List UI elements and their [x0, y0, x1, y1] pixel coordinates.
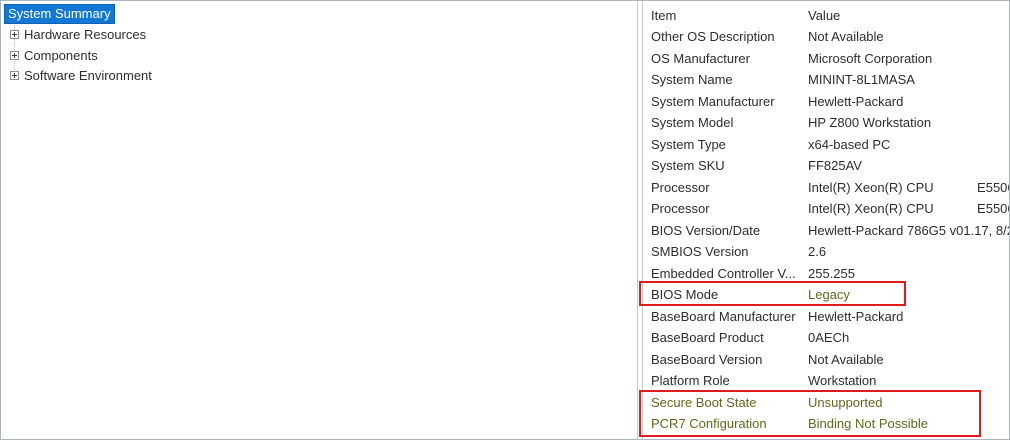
value-cell: Hewlett-Packard 786G5 v01.17, 8/2/2010	[808, 222, 1009, 238]
list-row-smbios-version[interactable]: SMBIOS Version 2.6	[648, 241, 1009, 263]
list-row-secure-boot-state[interactable]: Secure Boot State Unsupported	[648, 392, 1009, 414]
tree-item-hardware-resources[interactable]: Hardware Resources	[3, 25, 637, 46]
item-cell: System Model	[651, 115, 734, 131]
tree-item-label[interactable]: Hardware Resources	[24, 27, 147, 43]
item-cell: Secure Boot State	[651, 394, 757, 410]
value-cell: Hewlett-Packard	[808, 93, 904, 109]
category-tree-pane: System Summary Hardware Resources Compon…	[1, 1, 638, 439]
item-cell: Other OS Description	[651, 29, 775, 45]
list-row-bios-mode[interactable]: BIOS Mode Legacy	[648, 284, 1009, 306]
item-cell: Embedded Controller V...	[651, 265, 796, 281]
item-cell: OS Manufacturer	[651, 50, 750, 66]
item-cell: Processor	[651, 179, 710, 195]
tree-item-label[interactable]: Components	[24, 47, 98, 63]
tree-item-system-summary[interactable]: System Summary	[3, 4, 637, 25]
value-cell: Intel(R) Xeon(R) CPU E5506	[808, 201, 1009, 217]
item-cell: BaseBoard Version	[651, 351, 763, 367]
expand-plus-icon[interactable]	[10, 50, 19, 60]
value-cell: Workstation	[808, 373, 877, 389]
list-row-baseboard-manufacturer[interactable]: BaseBoard Manufacturer Hewlett-Packard	[648, 306, 1009, 328]
value-cell: x64-based PC	[808, 136, 891, 152]
item-cell: Processor	[651, 201, 710, 217]
item-cell: PCR7 Configuration	[651, 416, 767, 432]
value-cell: Not Available	[808, 351, 884, 367]
list-row-other-os-description[interactable]: Other OS Description Not Available	[648, 26, 1009, 48]
value-cell: 2.6	[808, 244, 827, 260]
item-cell: BIOS Mode	[651, 287, 719, 303]
value-cell: MININT-8L1MASA	[808, 72, 915, 88]
item-cell: System Type	[651, 136, 726, 152]
list-header-row: Item Value	[648, 4, 1009, 26]
list-row-bios-version-date[interactable]: BIOS Version/Date Hewlett-Packard 786G5 …	[648, 220, 1009, 242]
list-row-pcr7-configuration[interactable]: PCR7 Configuration Binding Not Possible	[648, 413, 1009, 435]
value-cell: 255.255	[808, 265, 855, 281]
column-header-value[interactable]: Value	[808, 7, 841, 23]
item-cell: BaseBoard Manufacturer	[651, 308, 796, 324]
value-cell: Intel(R) Xeon(R) CPU E5506	[808, 179, 1009, 195]
list-row-baseboard-version[interactable]: BaseBoard Version Not Available	[648, 349, 1009, 371]
item-cell: System Manufacturer	[651, 93, 775, 109]
value-cell: FF825AV	[808, 158, 862, 174]
list-row-platform-role[interactable]: Platform Role Workstation	[648, 370, 1009, 392]
item-cell: System SKU	[651, 158, 725, 174]
tree-item-label[interactable]: Software Environment	[24, 68, 152, 84]
value-cell: Microsoft Corporation	[808, 50, 933, 66]
item-cell: BIOS Version/Date	[651, 222, 761, 238]
tree-item-software-environment[interactable]: Software Environment	[3, 66, 637, 87]
list-row-system-sku[interactable]: System SKU FF825AV	[648, 155, 1009, 177]
list-row-processor-1[interactable]: Processor Intel(R) Xeon(R) CPU E5506	[648, 177, 1009, 199]
tree-item-label[interactable]: System Summary	[4, 4, 115, 25]
list-row-embedded-controller-version[interactable]: Embedded Controller V... 255.255	[648, 263, 1009, 285]
list-row-system-manufacturer[interactable]: System Manufacturer Hewlett-Packard	[648, 91, 1009, 113]
item-cell: SMBIOS Version	[651, 244, 749, 260]
list-row-system-name[interactable]: System Name MININT-8L1MASA	[648, 69, 1009, 91]
list-row-system-model[interactable]: System Model HP Z800 Workstation	[648, 112, 1009, 134]
item-cell: Platform Role	[651, 373, 730, 389]
value-cell: Hewlett-Packard	[808, 308, 904, 324]
tree-item-components[interactable]: Components	[3, 45, 637, 66]
value-cell: Binding Not Possible	[808, 416, 928, 432]
value-cell: Legacy	[808, 287, 850, 303]
list-row-baseboard-product[interactable]: BaseBoard Product 0AECh	[648, 327, 1009, 349]
value-cell: Unsupported	[808, 394, 883, 410]
value-cell: Not Available	[808, 29, 884, 45]
list-row-system-type[interactable]: System Type x64-based PC	[648, 134, 1009, 156]
item-cell: System Name	[651, 72, 733, 88]
value-cell: 0AECh	[808, 330, 850, 346]
details-list-pane: Item Value Other OS Description Not Avai…	[642, 1, 1009, 439]
expand-plus-icon[interactable]	[10, 71, 19, 81]
list-row-os-manufacturer[interactable]: OS Manufacturer Microsoft Corporation	[648, 48, 1009, 70]
expand-plus-icon[interactable]	[10, 30, 19, 40]
column-header-item[interactable]: Item	[651, 7, 677, 23]
list-row-processor-2[interactable]: Processor Intel(R) Xeon(R) CPU E5506	[648, 198, 1009, 220]
value-cell: HP Z800 Workstation	[808, 115, 932, 131]
item-cell: BaseBoard Product	[651, 330, 764, 346]
